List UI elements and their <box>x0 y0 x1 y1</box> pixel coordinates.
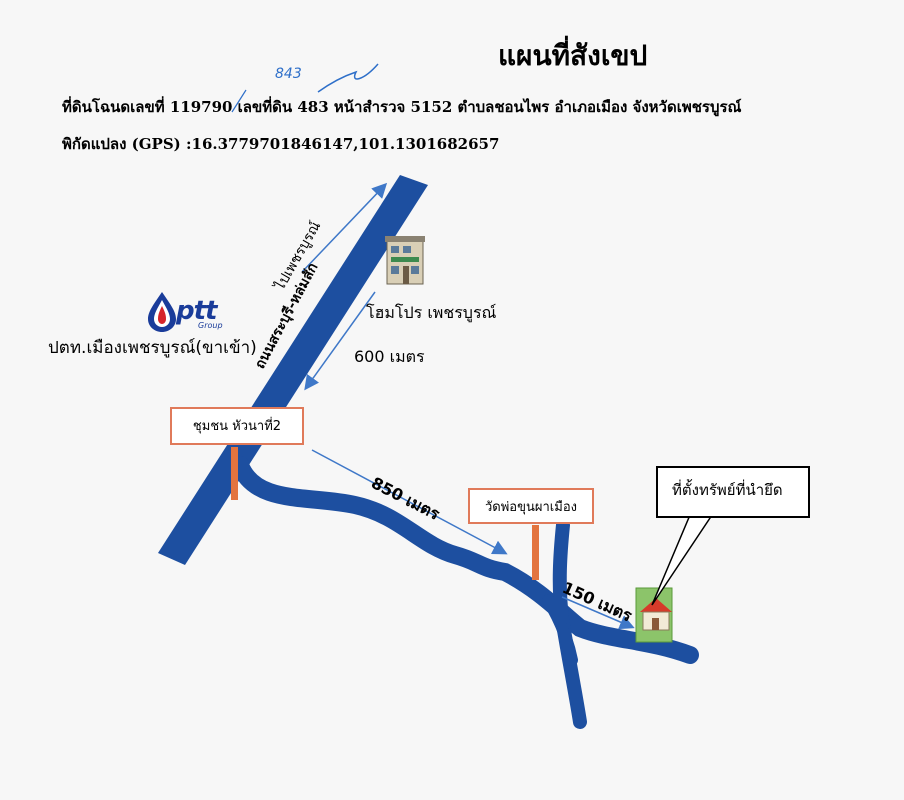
map-title: แผนที่สังเขป <box>498 39 648 72</box>
distance-600m: 600 เมตร <box>354 347 425 366</box>
local-road <box>231 456 699 664</box>
homepro-label: โฮมโปร เพชรบูรณ์ <box>366 303 497 322</box>
deed-info: ที่ดินโฉนดเลขที่ 119790 เลขที่ดิน 483 หน… <box>62 98 742 116</box>
cross-road-lower <box>542 594 578 666</box>
house-icon <box>635 587 673 643</box>
arrow-600m <box>304 291 376 391</box>
property-callout: ที่ตั้งทรัพย์ที่นำยึด <box>656 466 810 518</box>
ptt-logo-text: ptt <box>176 296 217 326</box>
ptt-logo-icon <box>148 292 176 332</box>
arrow-150m <box>561 596 635 630</box>
handwriting-underline <box>231 89 247 113</box>
ptt-station-label: ปตท.เมืองเพชรบูรณ์(ขาเข้า) <box>48 338 257 358</box>
ptt-logo-subtext: Group <box>198 321 223 330</box>
temple-sign-post <box>532 525 539 580</box>
handwritten-note: 843 <box>275 66 302 82</box>
community-sign: ชุมชน หัวนาที่2 <box>170 407 304 445</box>
main-road <box>158 175 428 565</box>
gps-coordinates: พิกัดแปลง (GPS) :16.3779701846147,101.13… <box>62 135 500 153</box>
arrow-850m <box>311 449 508 555</box>
community-sign-post <box>231 447 238 500</box>
handwriting-squiggle <box>317 63 379 93</box>
callout-pointer <box>651 514 714 606</box>
arrow-to-phetchabun <box>301 182 388 273</box>
ptt-logo: ptt Group <box>176 296 223 330</box>
building-icon <box>385 236 425 285</box>
temple-sign: วัดพ่อขุนผาเมือง <box>468 488 594 524</box>
